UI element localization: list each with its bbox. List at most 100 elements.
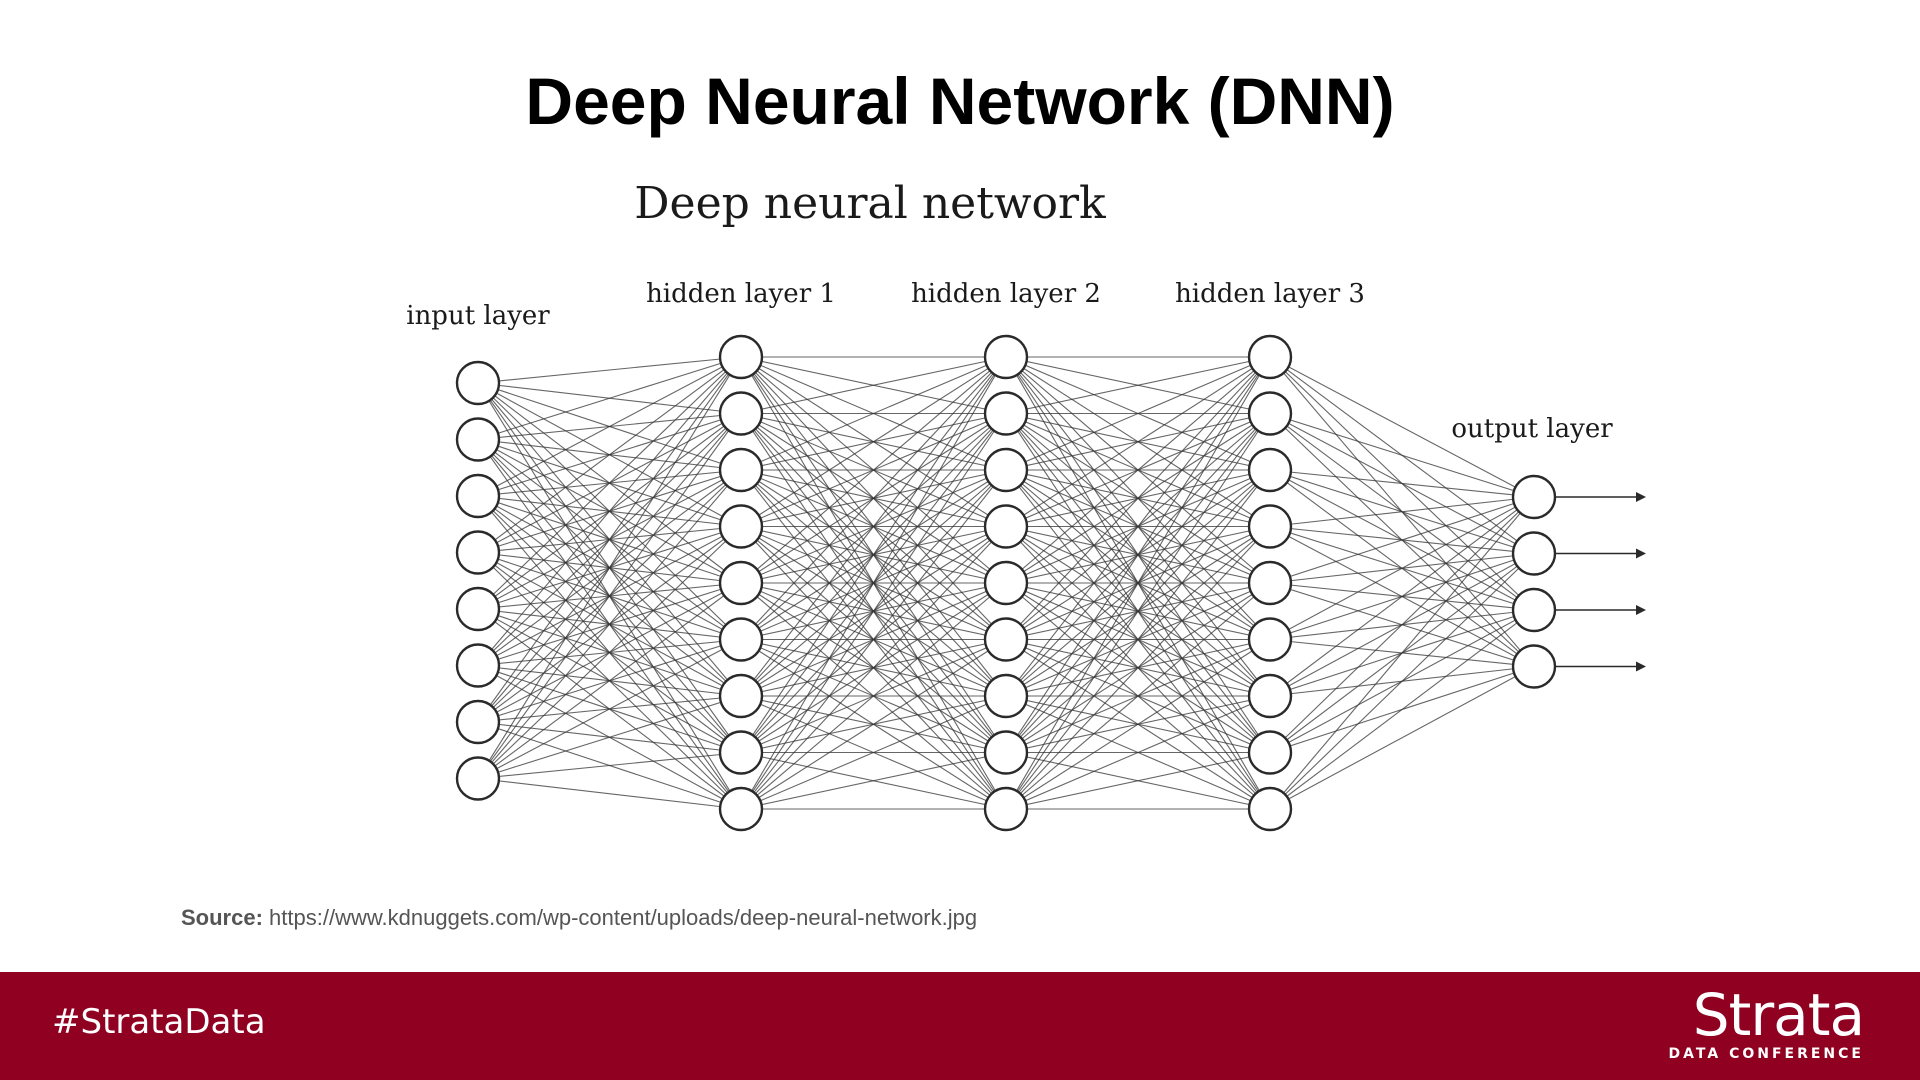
node-layer-0-5 xyxy=(455,643,501,688)
node-layer-2-5 xyxy=(983,617,1029,662)
node-layer-2-3 xyxy=(983,504,1029,549)
node-layer-0-6 xyxy=(455,699,501,745)
node-layer-0-1 xyxy=(455,417,501,462)
brand-logo: Strata DATA CONFERENCE xyxy=(1669,981,1865,1062)
edge-l1-n8-to-n2 xyxy=(740,469,1007,810)
node-layer-4-0 xyxy=(1511,474,1557,520)
node-layer-2-4 xyxy=(983,560,1029,606)
node-layer-1-2 xyxy=(718,447,764,493)
edge-l3-n6-to-n0 xyxy=(1269,496,1535,697)
edge-l2-n2-to-n0 xyxy=(1005,356,1271,471)
edge-l0-n7-to-n6 xyxy=(477,695,742,780)
edge-l1-n8-to-n1 xyxy=(740,413,1007,810)
node-layer-3-1 xyxy=(1247,391,1293,436)
node-layer-3-3 xyxy=(1247,504,1293,549)
node-layer-1-5 xyxy=(718,617,764,662)
edge-l1-n8-to-n6 xyxy=(740,695,1007,810)
node-layer-1-6 xyxy=(718,673,764,719)
output-arrow-head-3 xyxy=(1636,661,1646,672)
edge-l2-n8-to-n6 xyxy=(1005,695,1271,810)
node-layer-1-3 xyxy=(718,504,764,549)
edge-l1-n4-to-n0 xyxy=(740,356,1007,584)
source-url[interactable]: https://www.kdnuggets.com/wp-content/upl… xyxy=(269,905,978,930)
edge-l1-n8-to-n0 xyxy=(740,356,1007,810)
layer-label-hidden-2: hidden layer 2 xyxy=(911,279,1101,309)
edge-l0-n4-to-n0 xyxy=(477,356,742,610)
edge-l1-n7-to-n0 xyxy=(740,356,1007,753)
edge-l1-n8-to-n4 xyxy=(740,582,1007,810)
edge-l3-n7-to-n0 xyxy=(1269,496,1535,753)
node-layer-2-0 xyxy=(983,334,1029,380)
edge-l1-n6-to-n0 xyxy=(740,356,1007,697)
edge-l3-n5-to-n0 xyxy=(1269,496,1535,640)
edge-l3-n2-to-n0 xyxy=(1269,469,1535,498)
node-layer-0-7 xyxy=(455,756,501,801)
node-layer-1-4 xyxy=(718,560,764,606)
edge-l0-n7-to-n4 xyxy=(477,582,742,779)
edge-l1-n3-to-n0 xyxy=(740,356,1007,527)
edge-l2-n8-to-n1 xyxy=(1005,413,1271,810)
edge-l1-n8-to-n3 xyxy=(740,526,1007,810)
edge-l0-n3-to-n0 xyxy=(477,356,742,553)
edge-l0-n1-to-n0 xyxy=(477,356,742,441)
output-arrows xyxy=(1555,492,1646,672)
edge-l2-n8-to-n3 xyxy=(1005,526,1271,810)
node-layer-0-2 xyxy=(455,473,501,519)
node-layer-4-2 xyxy=(1511,587,1557,633)
edge-l0-n7-to-n8 xyxy=(477,777,742,810)
layer-label-hidden-1: hidden layer 1 xyxy=(646,279,836,309)
edge-l0-n2-to-n0 xyxy=(477,356,742,497)
node-layer-3-2 xyxy=(1247,447,1293,493)
node-layer-2-2 xyxy=(983,447,1029,493)
node-layer-3-8 xyxy=(1247,786,1293,832)
output-arrow-head-0 xyxy=(1636,492,1646,502)
edge-l0-n7-to-n2 xyxy=(477,469,742,779)
edge-l3-n0-to-n0 xyxy=(1269,356,1535,498)
edge-l3-n8-to-n1 xyxy=(1269,553,1535,810)
node-layer-1-7 xyxy=(718,730,764,775)
node-layer-3-6 xyxy=(1247,673,1293,719)
edge-l0-n7-to-n1 xyxy=(477,413,742,779)
edge-l2-n7-to-n0 xyxy=(1005,356,1271,753)
brand-name: Strata xyxy=(1692,981,1865,1049)
node-layer-4-3 xyxy=(1511,644,1557,689)
neural-network-diagram: Deep neural network input layer hidden l… xyxy=(406,178,1646,832)
edge-l2-n5-to-n0 xyxy=(1005,356,1271,640)
edge-l0-n5-to-n0 xyxy=(477,356,742,666)
node-layer-1-1 xyxy=(718,391,764,436)
edge-l1-n8-to-n5 xyxy=(740,639,1007,810)
edge-l0-n7-to-n0 xyxy=(477,356,742,779)
node-layer-2-1 xyxy=(983,391,1029,436)
edge-l3-n8-to-n3 xyxy=(1269,666,1535,810)
node-layer-1-0 xyxy=(718,334,764,380)
node-layer-0-3 xyxy=(455,530,501,575)
edge-l2-n6-to-n0 xyxy=(1005,356,1271,697)
edge-l1-n8-to-n7 xyxy=(740,751,1007,810)
edge-l1-n5-to-n0 xyxy=(740,356,1007,640)
diagram-heading: Deep neural network xyxy=(634,178,1106,229)
footer-bar: #StrataData Strata DATA CONFERENCE xyxy=(0,972,1920,1080)
node-layer-2-8 xyxy=(983,786,1029,832)
node-layer-3-7 xyxy=(1247,730,1293,775)
hashtag: #StrataData xyxy=(52,1002,266,1042)
page-title: Deep Neural Network (DNN) xyxy=(525,64,1395,138)
node-layer-0-4 xyxy=(455,586,501,632)
layer-label-hidden-3: hidden layer 3 xyxy=(1175,279,1365,309)
edge-l1-n1-to-n0 xyxy=(740,356,1007,415)
edge-l2-n8-to-n0 xyxy=(1005,356,1271,810)
edge-l2-n8-to-n2 xyxy=(1005,469,1271,810)
edge-l0-n6-to-n0 xyxy=(477,356,742,723)
edge-l2-n8-to-n7 xyxy=(1005,751,1271,810)
layer-label-output: output layer xyxy=(1451,414,1613,444)
edge-l3-n1-to-n0 xyxy=(1269,412,1535,498)
output-arrow-head-2 xyxy=(1636,605,1646,615)
edge-l0-n7-to-n5 xyxy=(477,639,742,779)
connections xyxy=(477,356,1535,810)
node-layer-2-7 xyxy=(983,730,1029,775)
node-layer-0-0 xyxy=(455,360,501,406)
layer-label-input: input layer xyxy=(406,301,550,331)
edge-l3-n8-to-n0 xyxy=(1269,496,1535,810)
source-citation: Source: https://www.kdnuggets.com/wp-con… xyxy=(181,905,977,931)
edge-l3-n8-to-n2 xyxy=(1269,609,1535,810)
